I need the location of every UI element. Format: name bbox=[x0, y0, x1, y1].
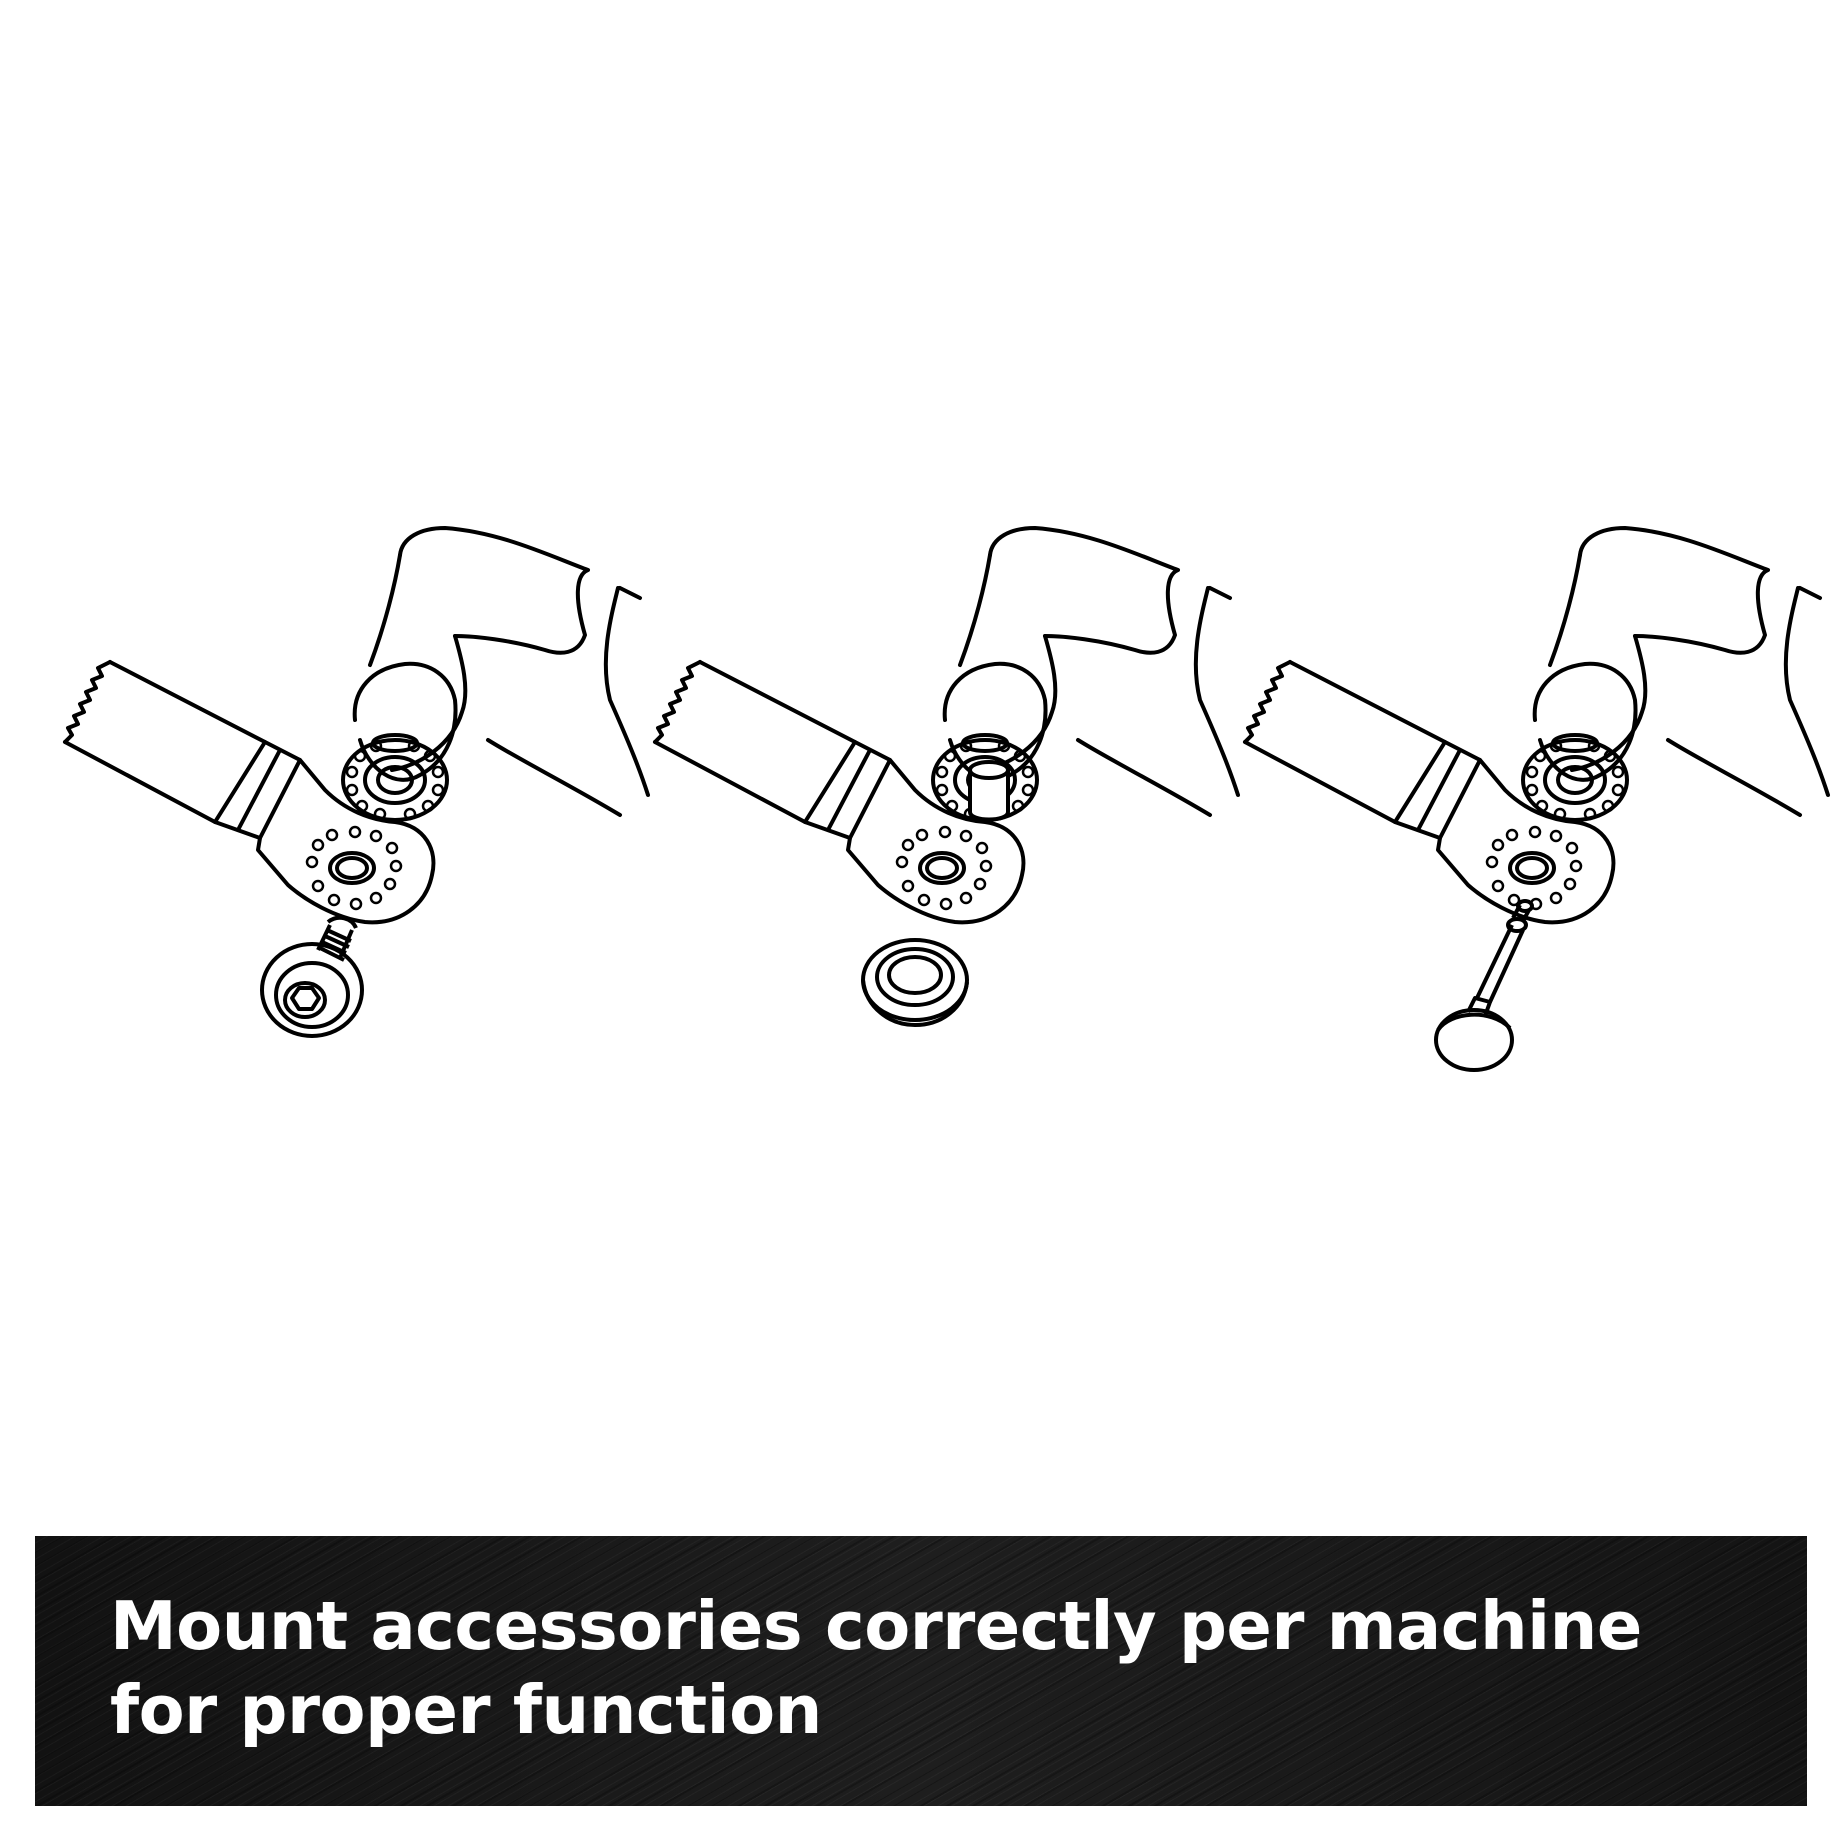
hex-bolt-icon bbox=[260, 915, 364, 1038]
caption-banner: Mount accessories correctly per machine … bbox=[35, 1536, 1807, 1806]
panel-2-adapter bbox=[653, 526, 1240, 1028]
spindle-pin-icon bbox=[968, 760, 1010, 822]
panel-3-pin bbox=[1243, 526, 1830, 1072]
caption-text: Mount accessories correctly per machine … bbox=[110, 1587, 1642, 1749]
panel-1-bolt bbox=[63, 526, 650, 1038]
adapter-ring-icon bbox=[861, 938, 969, 1028]
quick-release-pin-icon bbox=[1434, 899, 1534, 1072]
